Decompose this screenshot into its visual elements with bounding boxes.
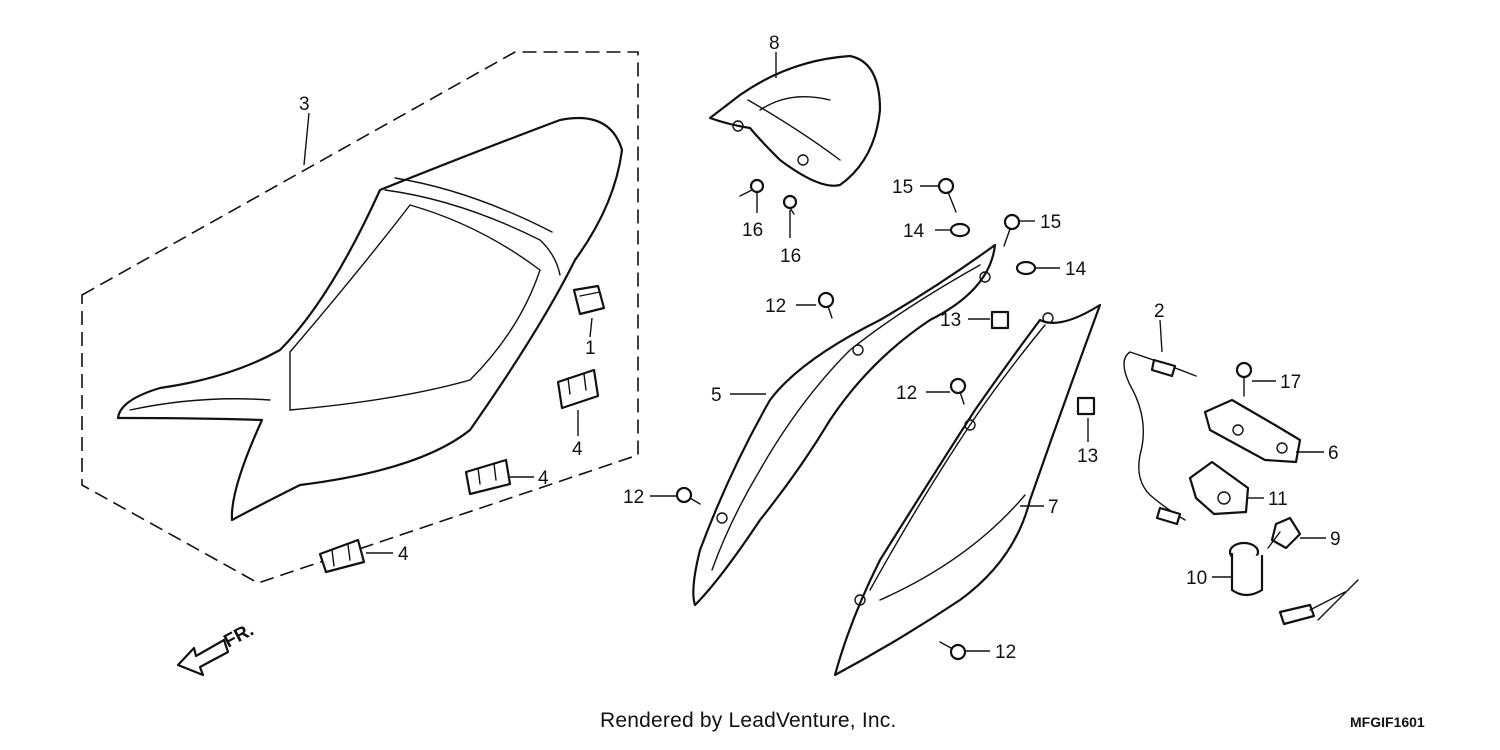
diagram-code: MFGIF1601 [1350,714,1425,730]
callout-15b: 15 [1040,212,1061,233]
callout-14a: 14 [903,221,925,242]
seat-part-3 [116,116,624,522]
callout-7: 7 [1048,497,1059,518]
callout-12a: 12 [765,296,786,317]
screw-12a [817,291,835,319]
seat-group-boundary [81,51,639,584]
front-direction-arrow: FR. [176,620,257,677]
callout-12d: 12 [995,642,1016,663]
callout-labels: 3 1 4 4 4 8 16 16 15 14 15 14 12 13 12 1… [299,33,1341,663]
callout-17: 17 [1280,372,1301,393]
side-cover-right-part-7 [833,303,1102,677]
callout-2: 2 [1154,301,1165,322]
callout-15a: 15 [892,177,913,198]
callout-6: 6 [1328,443,1339,464]
callout-4c: 4 [398,544,409,565]
callout-16b: 16 [780,246,801,267]
callout-16a: 16 [742,220,763,241]
lock-bracket-part-6 [1203,398,1302,464]
screw-12b [949,377,967,405]
seat-clip-4a [556,368,600,410]
callout-3: 3 [299,94,310,115]
callout-11: 11 [1268,489,1288,510]
callout-12c: 12 [623,487,644,508]
callout-13a: 13 [940,310,961,331]
bolt-16a [739,178,765,197]
seat-clip-1 [572,284,606,316]
callout-10: 10 [1186,568,1207,589]
callout-13b: 13 [1077,446,1098,467]
credit-text: Rendered by LeadVenture, Inc. [600,709,897,732]
bolt-15a [937,177,957,213]
callout-12b: 12 [896,383,917,404]
seat-clip-4b [464,458,512,496]
seat-clip-4c [318,538,366,574]
screw-12d [939,641,967,661]
callout-4a: 4 [572,439,583,460]
seat-lock-cable-part-2 [1123,351,1197,526]
seat-cowl-part-8 [708,54,882,187]
bolt-16b [782,194,798,215]
leader-lines [303,52,1326,652]
callout-1: 1 [585,338,596,359]
bolt-17 [1235,361,1253,397]
callout-9: 9 [1330,529,1341,550]
callout-14b: 14 [1065,259,1087,280]
collar-13b [1076,396,1096,416]
callout-5: 5 [711,385,722,406]
callout-8: 8 [769,33,780,54]
washer-14a [949,222,971,238]
collar-13a [990,310,1010,330]
callout-4b: 4 [538,468,549,489]
side-cover-left-part-5 [692,243,997,607]
screw-12c [675,486,701,505]
clip-part-9 [1267,516,1302,550]
washer-14b [1015,260,1037,276]
bolt-15b [1003,213,1021,247]
plate-part-11 [1188,460,1250,516]
seat-lock-part-10 [1228,541,1359,626]
